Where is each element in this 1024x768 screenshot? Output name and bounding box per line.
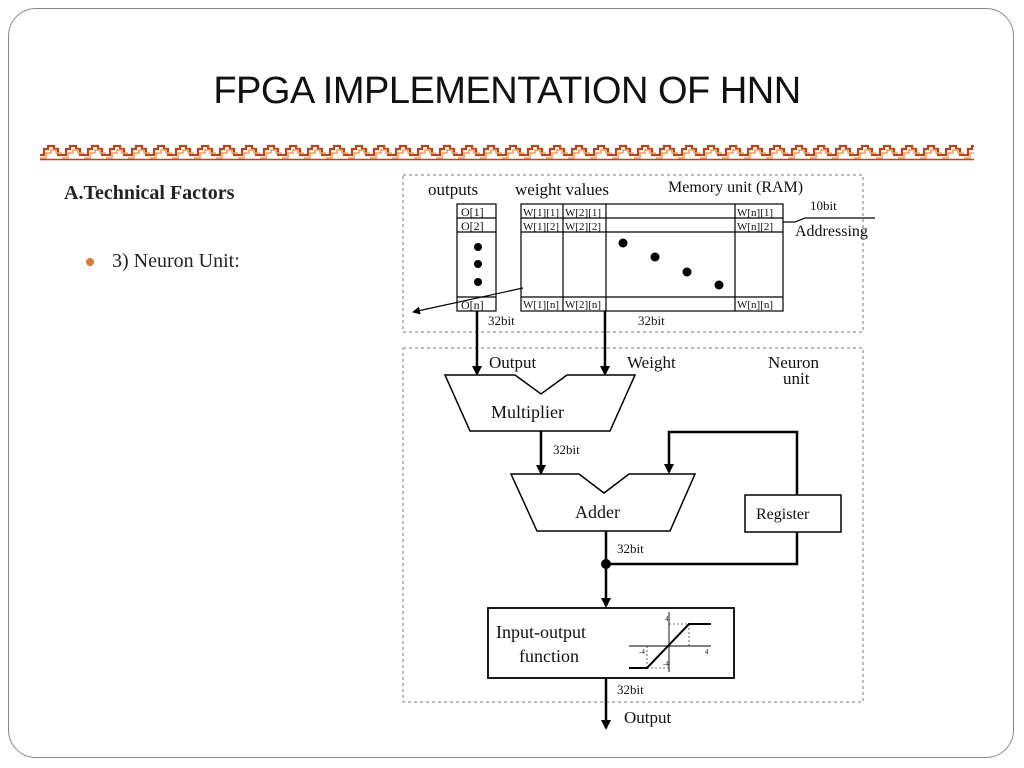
io-function-label-line2: function	[519, 646, 579, 666]
weight-cell-w12: W[1][2]	[523, 221, 559, 233]
io-function-block	[487, 607, 735, 679]
weight-values-label: weight values	[515, 180, 609, 199]
graph-tick-right: 4	[705, 648, 709, 656]
bits-out-label: 32bit	[617, 682, 644, 697]
neuron-unit-label-line1: Neuron	[768, 353, 819, 372]
output-input-label: Output	[489, 353, 537, 372]
weight-cell-w2n: W[2][n]	[565, 299, 601, 311]
register-block	[744, 494, 842, 533]
weight-input-label: Weight	[627, 353, 676, 372]
bullet-dot-icon	[86, 257, 94, 266]
tenbit-label: 10bit	[810, 198, 837, 213]
neuron-unit-diagram: outputs weight values Memory unit (RAM) …	[402, 174, 875, 730]
output-cell-o1: O[1]	[461, 205, 484, 219]
final-output-label: Output	[624, 708, 672, 727]
diagonal-dot-icon	[618, 238, 628, 248]
memory-unit-box	[402, 174, 864, 333]
multiplier-label: Multiplier	[491, 402, 564, 422]
diagonal-dot-icon	[682, 267, 692, 277]
neuron-unit-box	[402, 347, 864, 703]
bits-adder-label: 32bit	[617, 541, 644, 556]
adder-label: Adder	[575, 502, 620, 522]
diagonal-dot-icon	[714, 280, 724, 290]
graph-tick-left: -4	[639, 648, 645, 656]
graph-tick-top: 4	[665, 615, 669, 623]
decorative-border-band	[40, 143, 974, 161]
bits-mult-label: 32bit	[553, 442, 580, 457]
weight-cell-wnn: W[n][n]	[737, 299, 773, 311]
memory-unit-label: Memory unit (RAM)	[668, 179, 803, 196]
io-function-label-line1: Input-output	[496, 622, 586, 642]
bits-right-label: 32bit	[638, 313, 665, 328]
adder-block	[509, 473, 697, 532]
bits-left-label: 32bit	[488, 313, 515, 328]
register-label: Register	[756, 506, 810, 523]
weight-cell-wn2: W[n][2]	[737, 221, 773, 233]
outputs-label: outputs	[428, 180, 478, 199]
weight-cell-w21: W[2][1]	[565, 207, 601, 219]
neuron-unit-label-line2: unit	[783, 369, 810, 388]
addressing-line	[783, 217, 875, 223]
junction-dot-icon	[601, 559, 611, 569]
diagonal-dot-icon	[650, 252, 660, 262]
multiplier-block	[443, 374, 637, 432]
ellipsis-dot-icon	[474, 278, 482, 286]
weight-cell-w22: W[2][2]	[565, 221, 601, 233]
output-cell-o2: O[2]	[461, 219, 484, 233]
ellipsis-dot-icon	[474, 243, 482, 251]
weight-cell-w11: W[1][1]	[523, 207, 559, 219]
weights-matrix	[520, 203, 784, 312]
addressing-label: Addressing	[795, 223, 868, 240]
slide-title: FPGA IMPLEMENTATION OF HNN	[213, 70, 801, 112]
weight-cell-w1n: W[1][n]	[523, 299, 559, 311]
ellipsis-dot-icon	[474, 260, 482, 268]
output-cell-on: O[n]	[461, 298, 484, 312]
bullet-text: 3) Neuron Unit:	[112, 250, 240, 272]
subheading: A.Technical Factors	[64, 182, 235, 204]
activation-graph-icon	[629, 612, 711, 672]
bullet-item: 3) Neuron Unit:	[86, 250, 240, 273]
weight-cell-wn1: W[n][1]	[737, 207, 773, 219]
graph-tick-bottom: -4	[663, 660, 669, 668]
register-feedback-line	[606, 430, 799, 566]
feedback-arrow	[412, 287, 524, 315]
